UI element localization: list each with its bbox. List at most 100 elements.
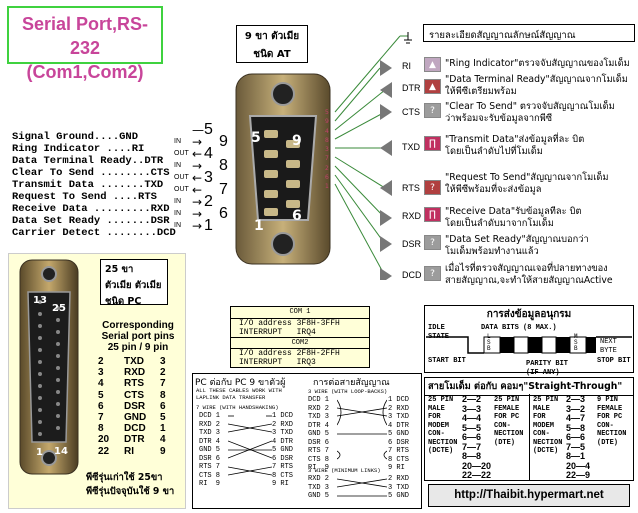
legend-rxd: "Receive Data"รับข้อมูลทีละ บิต โดยเป็นล… [445, 206, 582, 229]
wire-number: 3 [325, 146, 329, 154]
db25-pin-25: 25 [52, 303, 66, 314]
pin-row: Data Set Ready .......DSR IN → 6 [12, 205, 228, 228]
pin-row: Signal Ground....GND — 5 [12, 121, 213, 144]
db25-header: 25 ขา ตัวเมีย ตัวเมีย ชนิด PC [100, 259, 168, 307]
db9-wire-numbers: 5 9 4 8 3 7 2 6 1 [325, 108, 329, 192]
straight-divider [529, 394, 530, 481]
txd-signal-icon: ∏ [424, 136, 441, 151]
next-byte-label: NEXT BYTE [600, 338, 617, 355]
sig-name-dsr: DSR [402, 239, 422, 249]
db9-pin-6: 6 [292, 208, 302, 224]
legend-rts: "Request To Send"สัญญาณจากโมเด็ม ให้พีซี… [445, 172, 609, 195]
title-line-1: Serial Port,RS-232 [21, 14, 149, 58]
sig-name-rts: RTS [402, 183, 420, 193]
pc9-title: PC ต่อกับ PC 9 ขาตัวผู้ [195, 378, 286, 388]
sig-name-txd: TXD [402, 142, 420, 152]
wire-number: 2 [325, 164, 329, 172]
pc9-note: ALL THESE CABLES WORK WITH LAPLINK DATA … [196, 387, 282, 401]
db9-connector-image [235, 73, 331, 265]
pin-row: Ring Indicator ....RI IN → 9 [12, 133, 228, 156]
straight-col-modem: 25 PIN MALE FOR MODEM CON- NECTION (DCTE… [428, 396, 458, 455]
title-line-2: (Com1,Com2) [26, 62, 144, 82]
lsb-label: L S B [487, 333, 491, 352]
data-bits-label: DATA BITS (8 MAX.) [481, 324, 557, 332]
wire-fan [334, 32, 412, 280]
straight-col-pc25: 25 PIN FEMALE FOR PC CON- NECTION (DTE) [494, 396, 524, 447]
legend-txd: "Transmit Data"ส่งข้อมูลที่ละ บิต โดยเป็… [445, 134, 585, 157]
sig-name-cts: CTS [402, 107, 420, 117]
url-link[interactable]: http://Thaibit.hypermart.net [454, 489, 604, 501]
ri-signal-icon: ▲ [424, 57, 441, 72]
wire-number: 1 [325, 183, 329, 191]
sig-name-dcd: DCD [402, 270, 422, 280]
db9-header-line2: ชนิด AT [253, 49, 291, 60]
sig-name-rxd: RXD [402, 211, 422, 221]
legend-dcd: เมื่อไรที่ตรวจสัญญาณเจอที่ปลายทางของ สาย… [445, 263, 613, 286]
com-address-table: COM 1 I/O address 3F8H-3FFH INTERRUPT IR… [230, 306, 370, 368]
wire-number: 6 [325, 174, 329, 182]
byte-waveform [426, 336, 632, 354]
hand-title: 7 WIRE (WITH HANDSHAKING) [196, 404, 279, 411]
db9-header: 9 ขา ตัวเมีย ชนิด AT [236, 25, 308, 63]
pc9-title-right: การต่อสายสัญญาณ [313, 378, 390, 388]
legend-cts: "Clear To Send" ตรวจจับสัญญาณโมเด็ม ว่าพ… [445, 101, 615, 124]
sig-name-ri: RI [402, 61, 411, 71]
dcd-signal-icon: ? [424, 266, 441, 281]
legend-header-text: รายละเอียดสัญญาณลักษณ์สัญญาณ [429, 30, 576, 41]
url-box[interactable]: http://Thaibit.hypermart.net [428, 484, 630, 507]
db9-pin-1: 1 [254, 218, 264, 234]
min-title: 3 WIRE (MINIMUM LINKS) [308, 467, 381, 474]
db25-notes: พีซีรุ่นเก่าใช้ 25ขา พีซีรุ่นปัจจุบันใช้… [86, 472, 175, 497]
pin-row: Receive Data .........RXD IN → 2 [12, 193, 213, 216]
db9-pin-5: 5 [251, 130, 261, 146]
left-pin-list: Signal Ground....GND — 5 Ring Indicator … [12, 121, 240, 240]
straight-col-pc9: 9 PIN FEMALE FOR PC CON- NECTION (DTE) [597, 396, 627, 447]
wire-number: 4 [325, 127, 329, 135]
pin-row: Request To Send ....RTS OUT ← 7 [12, 181, 228, 204]
min-wiring [337, 478, 387, 497]
rts-signal-icon: ? [424, 180, 441, 195]
pin-row: Data Terminal Ready..DTR OUT ← 4 [12, 145, 213, 168]
pin-row: Transmit Data .......TXD OUT ← 3 [12, 169, 213, 192]
db9-pin-9: 9 [292, 133, 302, 149]
hand-wiring [228, 415, 272, 476]
dsr-signal-icon: ? [424, 235, 441, 250]
title-box: Serial Port,RS-232 (Com1,Com2) [7, 6, 163, 82]
straight-col-modem-2: 25 PIN MALE FOR MODEM CON- NECTION (DCTE… [533, 396, 563, 455]
stop-bit-label: STOP BIT [597, 357, 631, 365]
cts-signal-icon: ? [424, 103, 441, 118]
pin-row: Clear To Send ........CTS IN → 8 [12, 157, 228, 180]
db9-header-line1: 9 ขา ตัวเมีย [244, 31, 300, 42]
straight-col-map-9: 2—3 3—2 4—7 5—8 6—6 7—5 8—1 20—4 22—9 [566, 394, 591, 480]
db25-pin-14: 14 [54, 446, 68, 457]
start-bit-label: START BIT [428, 357, 466, 365]
msb-label: M S B [574, 333, 578, 352]
wire-number: 7 [325, 155, 329, 163]
parity-bit-label: PARITY BIT (IF ANY) [526, 360, 569, 377]
dtr-signal-icon: ▲ [424, 79, 441, 94]
rxd-signal-icon: ∏ [424, 207, 441, 222]
wire-number: 9 [325, 118, 329, 126]
wire-number: 5 [325, 109, 329, 116]
legend-dtr: "Data Terminal Ready"สัญญาณจากโมเด็ม ให้… [445, 74, 628, 97]
db25-pin-13: 13 [33, 295, 47, 306]
corresponding-title: Corresponding Serial port pins 25 pin / … [101, 320, 175, 353]
wire-number: 8 [325, 136, 329, 144]
db25-pin-1: 1 [36, 447, 43, 458]
loop-wiring [337, 399, 387, 460]
pin-row: Carrier Detect ........DCD IN → 1 [12, 217, 213, 240]
